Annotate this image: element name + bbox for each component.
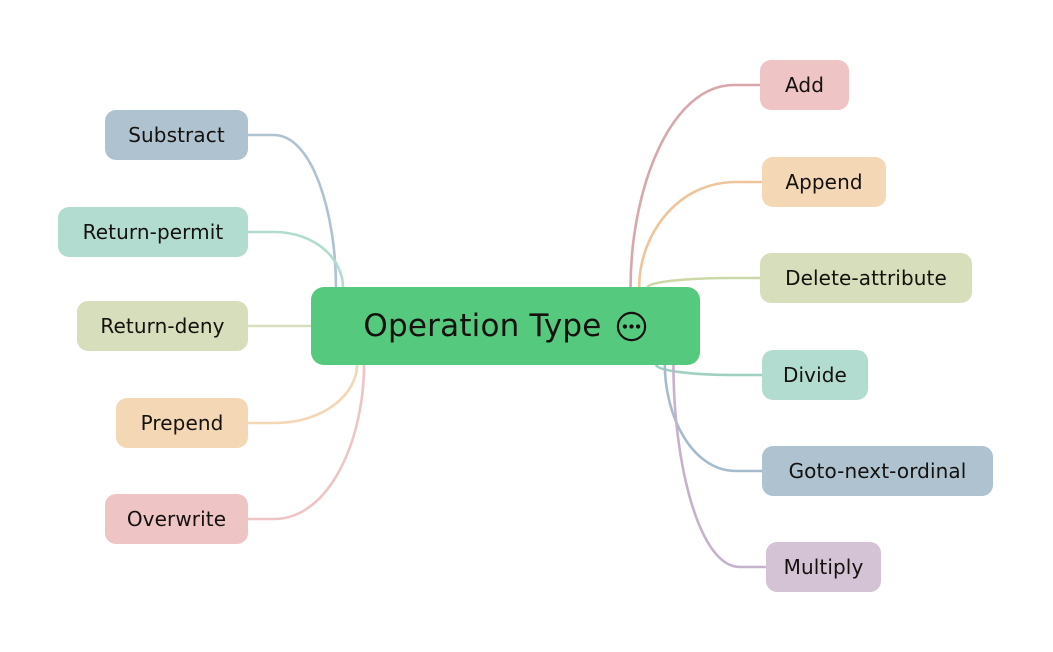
branch-node-label: Substract: [128, 123, 225, 147]
branch-node-label: Return-permit: [82, 220, 224, 244]
branch-node-label: Return-deny: [100, 314, 225, 338]
edge-multiply: [672, 363, 768, 569]
edge-append: [637, 180, 764, 289]
branch-node-divide[interactable]: Divide: [762, 350, 868, 400]
edge-prepend: [246, 363, 359, 425]
branch-node-label: Add: [784, 73, 825, 97]
branch-node-multiply[interactable]: Multiply: [766, 542, 881, 592]
circle-ellipsis-icon[interactable]: [615, 310, 648, 343]
branch-node-label: Delete-attribute: [785, 266, 947, 290]
branch-node-return-deny[interactable]: Return-deny: [77, 301, 248, 351]
branch-node-prepend[interactable]: Prepend: [116, 398, 248, 448]
edge-goto-next-ordinal: [663, 363, 764, 473]
branch-node-append[interactable]: Append: [762, 157, 886, 207]
root-node-label: Operation Type: [363, 307, 602, 344]
branch-node-label: Divide: [783, 363, 847, 387]
edge-return-permit: [246, 230, 345, 289]
branch-node-label: Goto-next-ordinal: [788, 459, 967, 483]
branch-node-label: Multiply: [783, 555, 864, 579]
branch-node-label: Append: [785, 170, 863, 194]
edge-overwrite: [246, 363, 366, 521]
branch-node-label: Overwrite: [126, 507, 227, 531]
branch-node-substract[interactable]: Substract: [105, 110, 248, 160]
branch-node-add[interactable]: Add: [760, 60, 849, 110]
branch-node-label: Prepend: [140, 411, 224, 435]
branch-node-overwrite[interactable]: Overwrite: [105, 494, 248, 544]
edge-delete-attribute: [646, 276, 762, 289]
branch-node-return-permit[interactable]: Return-permit: [58, 207, 248, 257]
branch-node-delete-attribute[interactable]: Delete-attribute: [760, 253, 972, 303]
edge-divide: [654, 363, 764, 377]
edge-add: [629, 83, 762, 289]
root-node[interactable]: Operation Type: [311, 287, 700, 365]
branch-node-goto-next-ordinal[interactable]: Goto-next-ordinal: [762, 446, 993, 496]
edge-substract: [246, 133, 338, 289]
